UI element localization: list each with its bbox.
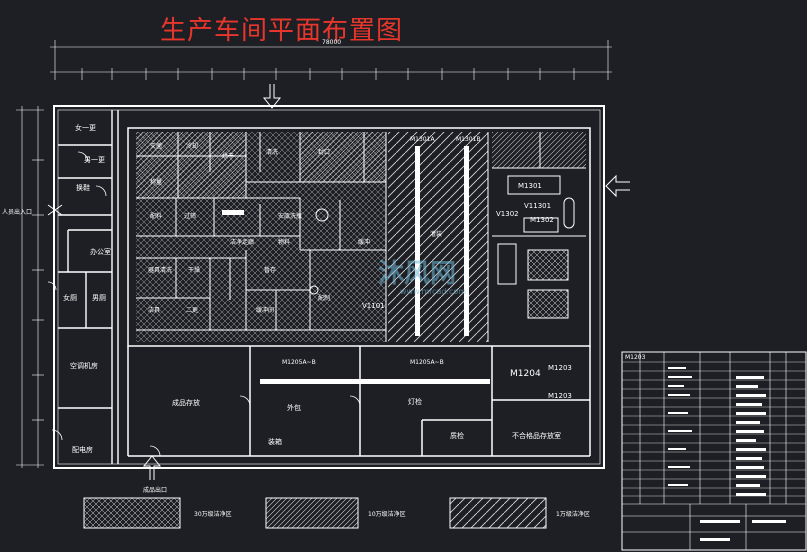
room-womens-toilet: 女厕 [63, 293, 77, 302]
dimension-total: 78000 [322, 39, 341, 46]
production-lines [222, 146, 490, 384]
room-buffer: 缓冲间 [256, 306, 274, 314]
eq-v1302: V1302 [496, 210, 519, 218]
eq-m1203-1: M1203 [548, 364, 572, 372]
room-power: 配电房 [72, 445, 93, 454]
room-cooling: 冷却 [186, 142, 198, 150]
left-dimension [16, 106, 44, 468]
eq-m1205ab-1: M1205A~B [282, 359, 316, 366]
room-nonconforming: 不合格品存放室 [512, 431, 561, 440]
room-sterilize: 灭菌 [150, 142, 162, 150]
room-dry: 烘干 [222, 152, 234, 160]
room-clean-clothes: 洁具 [148, 306, 160, 314]
room-shoe-change: 换鞋 [76, 183, 90, 192]
interior-partitions [136, 132, 586, 342]
room-qc: 质检 [450, 431, 464, 440]
label-finished-exit: 成品出口 [143, 486, 167, 494]
drawing-title: 生产车间平面布置图 [160, 16, 404, 46]
room-batching: 配料 [150, 212, 162, 220]
legend-label-100k: 10万级洁净区 [368, 510, 406, 518]
building-outline [53, 105, 605, 469]
room-weighing: 称量 [150, 178, 162, 186]
room-hvac: 空调机房 [70, 361, 98, 370]
doors [47, 151, 361, 457]
room-office: 办公室 [90, 247, 111, 256]
legend-label-10k: 1万级洁净区 [556, 510, 590, 518]
legend-swatch-300k [83, 497, 181, 529]
label-personnel-entrance: 人员出入口 [2, 208, 32, 216]
title-block-rows [622, 361, 806, 497]
zone-10k [388, 132, 586, 342]
eq-v1101: V1101 [362, 302, 385, 310]
title-block [621, 351, 807, 551]
legend-swatch-10k [449, 497, 547, 529]
legend-swatch-100k [265, 497, 359, 529]
legend-label-300k: 30万级洁净区 [194, 510, 232, 518]
room-wash: 清洗 [266, 148, 278, 156]
room-prep: 配制 [318, 294, 330, 302]
room-sterile-storage: 暂存 [264, 266, 276, 274]
eq-m1301: M1301 [518, 182, 542, 190]
room-female-changing: 女一更 [75, 123, 96, 132]
room-product-storage: 成品存放 [172, 398, 200, 407]
watermark: 沐风网 [378, 259, 456, 289]
service-strip [58, 110, 119, 464]
entrance-arrows [47, 84, 630, 480]
legend [83, 497, 547, 529]
room-light-inspection: 灯检 [408, 397, 422, 406]
zone-100k [136, 132, 386, 198]
eq-m1301b: M1301B [456, 136, 481, 143]
room-material: 物料 [278, 238, 290, 246]
eq-m1302: M1302 [530, 216, 554, 224]
title-block-drawing-no: M1203 [625, 354, 646, 361]
eq-v11301: V11301 [524, 202, 551, 210]
room-drying: 干燥 [188, 266, 200, 274]
room-ampoule-wash: 安瓿洗瓶 [278, 212, 302, 220]
eq-m1203-2: M1203 [548, 392, 572, 400]
eq-m1301a: M1301A [410, 136, 435, 143]
top-dimension [50, 40, 612, 80]
eq-m1204: M1204 [510, 369, 541, 379]
room-filling: 灌装 [430, 230, 442, 238]
room-two-change: 二更 [186, 307, 198, 314]
eq-m1205ab-2: M1205A~B [410, 359, 444, 366]
title-block-fill [668, 367, 786, 541]
equipment [309, 175, 575, 319]
room-outer-pack: 外包 [287, 403, 301, 412]
room-mens-toilet: 男厕 [92, 294, 106, 302]
room-corridor: 洁净走廊 [230, 238, 254, 246]
watermark-url: www.mfcad.com [400, 287, 466, 296]
room-tool-wash: 器具清洗 [148, 266, 172, 274]
room-sterile-pass: 缓冲 [358, 238, 370, 246]
room-sealing: 封口 [318, 148, 330, 156]
clean-area-walls [127, 127, 591, 457]
room-sieving: 过筛 [184, 212, 196, 220]
room-male-changing: 男一更 [84, 156, 105, 164]
room-packing: 装箱 [268, 437, 282, 446]
